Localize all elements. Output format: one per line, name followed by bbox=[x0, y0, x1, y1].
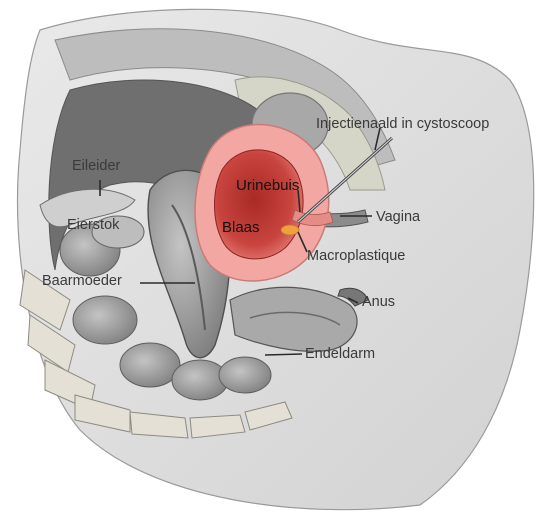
label-fallopian-tube: Eileider bbox=[72, 158, 121, 174]
bladder-lumen bbox=[215, 150, 304, 259]
label-rectum: Endeldarm bbox=[305, 346, 375, 362]
label-vagina: Vagina bbox=[376, 209, 421, 225]
label-anus: Anus bbox=[362, 294, 395, 310]
leader-rectum bbox=[265, 354, 302, 355]
label-bladder: Blaas bbox=[222, 219, 260, 236]
label-macroplastique: Macroplastique bbox=[307, 248, 405, 264]
label-urethra: Urinebuis bbox=[236, 177, 299, 194]
label-ovary: Eierstok bbox=[67, 217, 120, 233]
label-needle: Injectienaald in cystoscoop bbox=[316, 116, 489, 132]
macroplastique-implant bbox=[281, 225, 299, 235]
label-uterus: Baarmoeder bbox=[42, 273, 122, 289]
